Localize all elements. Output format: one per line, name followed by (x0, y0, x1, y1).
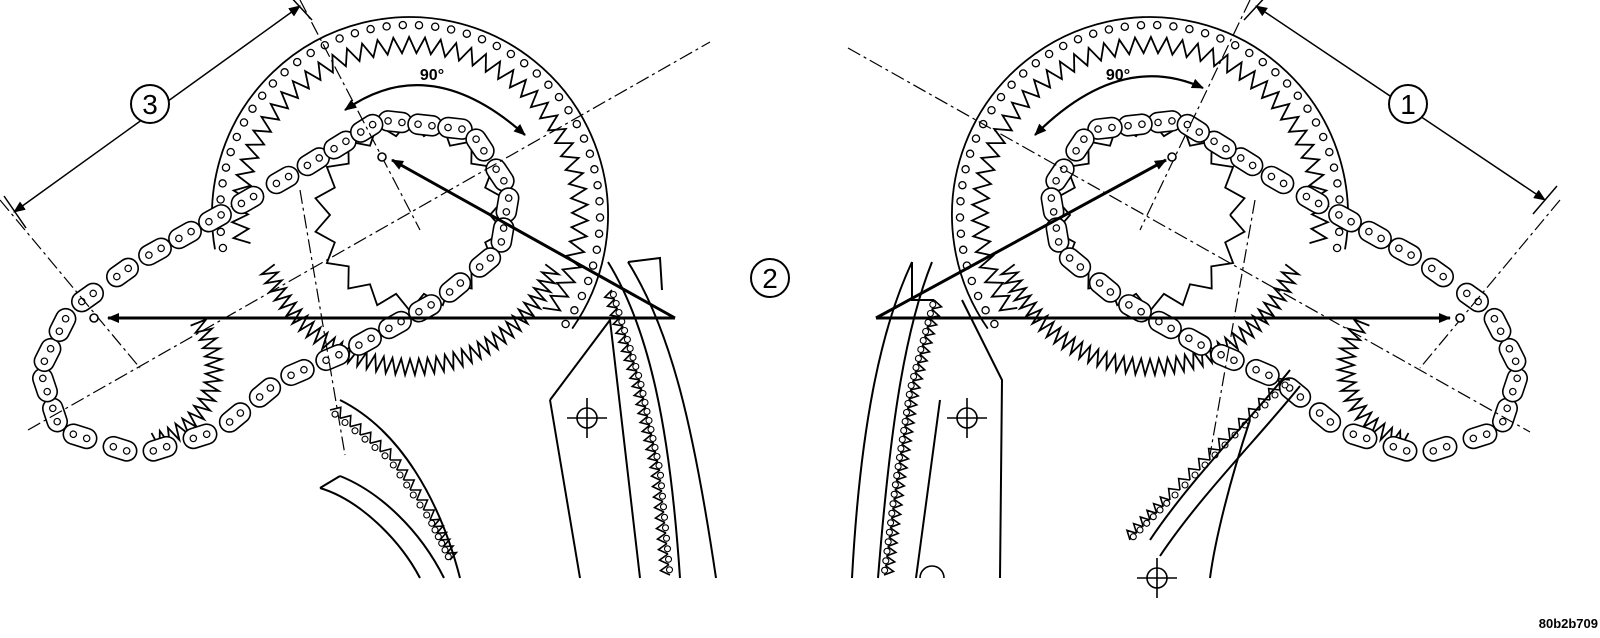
callout-1-label: 1 (1400, 89, 1416, 120)
left-tensioner-arm (319, 399, 461, 579)
right-centerlines (847, 0, 1561, 456)
right-chain-guide (851, 261, 1004, 579)
left-guide-teeth (329, 289, 674, 576)
left-idler-sprocket (150, 317, 226, 452)
figure-id: 80b2b709 (1539, 616, 1598, 631)
left-angle-label: 90° (420, 67, 444, 84)
callout-2: 2 (750, 258, 790, 298)
right-guide-teeth (881, 299, 1291, 576)
right-cam-assembly (847, 0, 1561, 598)
right-bolt-symbols (919, 398, 1177, 598)
left-centerlines (0, 0, 711, 456)
right-measure-arrows (875, 158, 1451, 323)
right-pivot-points (1167, 152, 1465, 323)
left-cam-assembly (0, 0, 717, 579)
right-cam-sprocket-small (1054, 117, 1246, 313)
left-pivot-points (89, 152, 387, 323)
right-tensioner-arm (1149, 369, 1301, 579)
callout-2-label: 2 (762, 263, 778, 294)
left-measure-arrows (107, 158, 676, 323)
right-angle-arc (1034, 75, 1204, 136)
right-angle-label: 90° (1106, 67, 1130, 84)
callout-1: 1 (1388, 84, 1428, 124)
callout-3: 3 (130, 84, 170, 124)
left-angle-arc (344, 84, 526, 136)
left-bolt-symbol (567, 398, 607, 438)
right-idler-sprocket (1334, 317, 1410, 452)
callout-3-label: 3 (142, 89, 158, 120)
